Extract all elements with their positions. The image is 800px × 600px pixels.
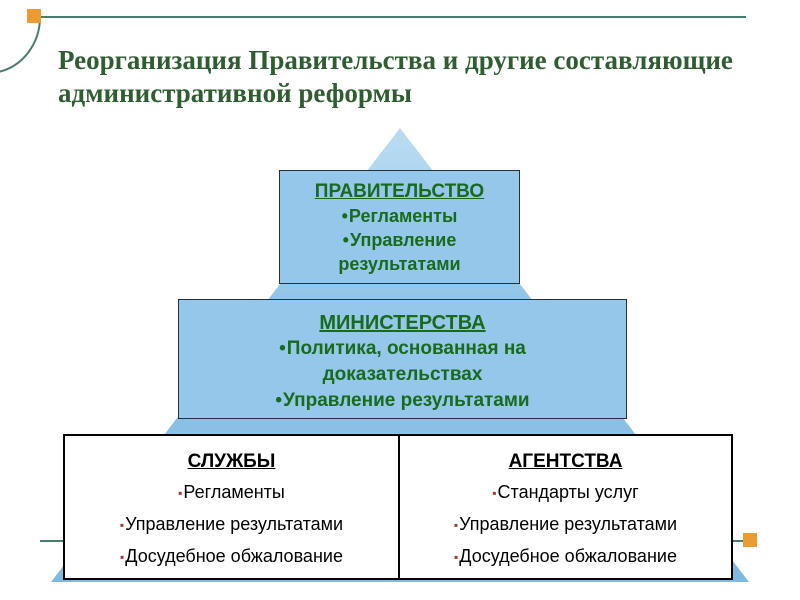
government-heading: ПРАВИТЕЛЬСТВО — [314, 181, 485, 202]
corner-curve-icon — [0, 16, 42, 73]
bullet-item: ▪Стандарты услуг — [400, 477, 731, 509]
bullet-text: Управление результатами — [459, 514, 678, 534]
bullet-text: Управление результатами — [125, 514, 344, 534]
bullet-text: Политика, основанная на доказательствах — [286, 338, 526, 385]
services-heading: СЛУЖБЫ — [187, 451, 276, 472]
bullet-dot-icon: • — [279, 338, 286, 359]
bullet-dot-icon: • — [342, 230, 349, 250]
bullet-item: ▪Досудебное обжалование — [65, 541, 398, 573]
bullet-text: Управление результатами — [338, 230, 461, 274]
services-column: СЛУЖБЫ ▪Регламенты ▪Управление результат… — [65, 436, 398, 578]
government-box: ПРАВИТЕЛЬСТВО •Регламенты •Управление ре… — [279, 170, 520, 284]
bullet-square-icon: ▪ — [119, 518, 125, 532]
bullet-square-icon: ▪ — [453, 518, 459, 532]
bullet-item: ▪Управление результатами — [65, 509, 398, 541]
agencies-column: АГЕНТСТВА ▪Стандарты услуг ▪Управление р… — [398, 436, 731, 578]
bullet-item: ▪Досудебное обжалование — [400, 541, 731, 573]
bullet-dot-icon: • — [275, 390, 283, 411]
agencies-heading: АГЕНТСТВА — [508, 451, 623, 472]
bullet-item: •Управление результатами — [205, 388, 600, 414]
bullet-text: Регламенты — [348, 206, 458, 226]
bullet-text: Досудебное обжалование — [459, 546, 677, 566]
bullet-item: ▪Регламенты — [65, 477, 398, 509]
page-title: Реорганизация Правительства и другие сос… — [58, 44, 768, 110]
services-agencies-box: СЛУЖБЫ ▪Регламенты ▪Управление результат… — [63, 434, 733, 580]
bullet-text: Стандарты услуг — [497, 482, 639, 502]
bullet-square-icon: ▪ — [120, 550, 125, 564]
orange-square-icon — [743, 533, 757, 547]
bullet-text: Досудебное обжалование — [125, 546, 343, 566]
bullet-dot-icon: • — [341, 206, 348, 226]
title-line-1: Реорганизация Правительства и другие сос… — [58, 45, 733, 75]
bullet-text: Управление результатами — [283, 390, 530, 411]
bullet-item: •Управление результатами — [290, 228, 509, 276]
bullet-square-icon: ▪ — [454, 550, 459, 564]
bullet-item: ▪Управление результатами — [400, 509, 731, 541]
bullet-item: •Регламенты — [290, 204, 509, 228]
orange-square-icon — [27, 9, 41, 23]
bullet-text: Регламенты — [183, 482, 285, 502]
bullet-square-icon: ▪ — [492, 486, 497, 500]
bullet-square-icon: ▪ — [178, 486, 183, 500]
ministries-box: МИНИСТЕРСТВА •Политика, основанная на до… — [178, 299, 627, 419]
top-rule — [34, 16, 746, 18]
ministries-heading: МИНИСТЕРСТВА — [319, 312, 486, 334]
title-line-2: административной реформы — [58, 78, 412, 108]
bullet-item: •Политика, основанная на доказательствах — [205, 336, 600, 388]
